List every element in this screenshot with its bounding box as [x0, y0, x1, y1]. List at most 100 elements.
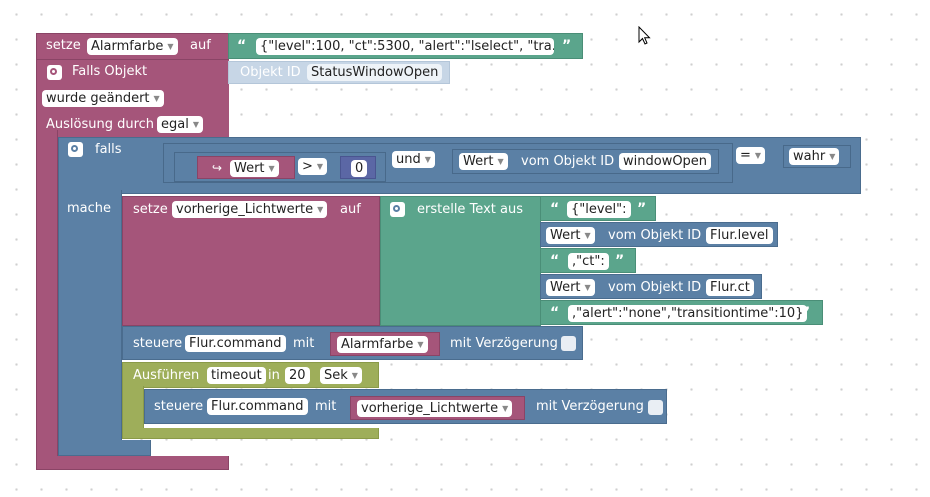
wert-dropdown[interactable]: Wert▼ — [546, 227, 595, 244]
alarmfarbe-dropdown[interactable]: Alarmfarbe▼ — [337, 336, 428, 353]
steuere-label: steuere — [154, 399, 204, 414]
delay-checkbox[interactable] — [648, 400, 663, 415]
wert-variable-block[interactable]: ↪ Wert▼ — [197, 156, 295, 179]
auf-label: auf — [190, 38, 211, 53]
close-quote-icon: ” — [562, 38, 572, 54]
mit-label: mit — [293, 336, 315, 351]
timeout-value-field[interactable]: 20 — [285, 367, 310, 384]
timeout-block[interactable]: Ausführen timeout in 20 Sek▼ — [122, 362, 379, 388]
vom-objekt-id-label: vom Objekt ID — [608, 228, 702, 243]
text-alert-block[interactable]: “ ,"alert":"none","transitiontime":10} ” — [540, 300, 823, 325]
set-prev-lights-block[interactable]: setze vorherige_Lichtwerte▼ auf — [122, 196, 380, 326]
chevron-down-icon: ▼ — [417, 340, 424, 349]
text-ct-field[interactable]: ,"ct": — [568, 253, 609, 270]
window-open-field[interactable]: windowOpen — [619, 153, 712, 170]
gear-icon[interactable] — [68, 142, 83, 157]
control-prev-block[interactable]: steuere Flur.command mit vorherige_Licht… — [144, 389, 667, 424]
get-level-block[interactable]: Wert▼ vom Objekt ID Flur.level — [540, 222, 778, 247]
set-alarmfarbe-block[interactable]: setze Alarmfarbe▼ auf — [36, 33, 229, 60]
boolean-dropdown[interactable]: wahr▼ — [789, 148, 840, 165]
falls-label: falls — [95, 142, 122, 157]
chevron-down-icon: ▼ — [167, 42, 174, 51]
in-label: in — [268, 368, 280, 383]
objekt-id-label: Objekt ID — [240, 65, 301, 80]
timeout-name-field[interactable]: timeout — [207, 367, 266, 384]
steuere-label: steuere — [133, 336, 183, 351]
dropdown-text: = — [740, 148, 751, 163]
chevron-down-icon: ▼ — [351, 371, 358, 380]
boolean-block[interactable]: wahr▼ — [783, 145, 851, 168]
status-window-open-field[interactable]: StatusWindowOpen — [307, 64, 443, 81]
alarmfarbe-variable-dropdown[interactable]: Alarmfarbe▼ — [87, 38, 178, 55]
prev-lights-variable-dropdown[interactable]: vorherige_Lichtwerte▼ — [172, 201, 328, 218]
ausloesung-durch-label: Auslösung durch — [46, 117, 155, 132]
chevron-down-icon: ▼ — [584, 231, 591, 240]
alarm-text-field[interactable]: {"level":100, "ct":5300, "alert":"lselec… — [256, 38, 554, 55]
dropdown-text: Alarmfarbe — [341, 337, 414, 352]
timeout-unit-dropdown[interactable]: Sek▼ — [320, 367, 362, 384]
flur-command-field[interactable]: Flur.command — [185, 335, 286, 352]
text-level-field[interactable]: {"level": — [567, 201, 631, 218]
falls-objekt-label: Falls Objekt — [72, 64, 148, 79]
flur-command-field[interactable]: Flur.command — [207, 398, 308, 415]
equals-operator-dropdown[interactable]: =▼ — [736, 147, 766, 164]
wurde-geaendert-dropdown[interactable]: wurde geändert▼ — [42, 90, 164, 107]
chevron-down-icon: ▼ — [317, 205, 324, 214]
if-block-bottom — [58, 440, 151, 456]
dropdown-text: vorherige_Lichtwerte — [176, 202, 314, 217]
text-level-block[interactable]: “ {"level": ” — [540, 196, 656, 221]
dropdown-text: und — [396, 152, 421, 167]
text-alert-field[interactable]: ,"alert":"none","transitiontime":10} — [568, 305, 808, 322]
gear-icon[interactable] — [47, 65, 62, 80]
prev-lights-variable-block[interactable]: vorherige_Lichtwerte▼ — [350, 396, 525, 420]
logic-operator-dropdown[interactable]: und▼ — [392, 151, 435, 168]
alarmfarbe-variable-block[interactable]: Alarmfarbe▼ — [330, 332, 440, 356]
ausloesung-dropdown[interactable]: egal▼ — [157, 116, 203, 133]
erstelle-text-aus-label: erstelle Text aus — [417, 202, 523, 217]
dropdown-text: > — [302, 159, 313, 174]
number-field[interactable]: 0 — [351, 160, 368, 177]
chevron-down-icon: ▼ — [424, 155, 431, 164]
on-object-change-bottom — [36, 456, 229, 470]
flur-ct-field[interactable]: Flur.ct — [706, 279, 754, 296]
dropdown-text: wahr — [793, 149, 826, 164]
dropdown-text: Wert — [234, 161, 265, 176]
chevron-down-icon: ▼ — [584, 283, 591, 292]
open-quote-icon: “ — [550, 253, 560, 269]
mit-label: mit — [315, 399, 337, 414]
dropdown-text: vorherige_Lichtwerte — [361, 401, 499, 416]
flur-level-field[interactable]: Flur.level — [706, 227, 773, 244]
wert-dropdown[interactable]: Wert▼ — [459, 153, 508, 170]
dropdown-text: wurde geändert — [46, 91, 150, 106]
control-alarm-block[interactable]: steuere Flur.command mit Alarmfarbe▼ mit… — [122, 326, 583, 360]
wert-variable-dropdown[interactable]: Wert▼ — [230, 160, 279, 177]
join-text-block[interactable]: erstelle Text aus — [380, 196, 541, 326]
compare-operator-dropdown[interactable]: >▼ — [298, 158, 328, 175]
delay-checkbox[interactable] — [561, 336, 576, 351]
close-quote-icon: ” — [637, 201, 647, 217]
chevron-down-icon: ▼ — [502, 404, 509, 413]
gear-icon[interactable] — [390, 202, 405, 217]
dropdown-text: Wert — [550, 280, 581, 295]
text-ct-block[interactable]: “ ,"ct": ” — [540, 248, 636, 273]
mouse-cursor-icon — [638, 26, 651, 45]
vom-objekt-id-label: vom Objekt ID — [521, 154, 615, 169]
mache-label: mache — [67, 201, 112, 216]
open-quote-icon: “ — [237, 38, 247, 54]
timeout-bottom — [122, 428, 379, 439]
wert-dropdown[interactable]: Wert▼ — [546, 279, 595, 296]
chevron-down-icon: ▼ — [268, 164, 275, 173]
close-quote-icon: ” — [801, 305, 811, 321]
get-value-block[interactable]: Wert▼ vom Objekt ID windowOpen — [452, 149, 719, 174]
chevron-down-icon: ▼ — [192, 120, 199, 129]
number-block[interactable]: 0 — [340, 156, 376, 179]
objekt-id-block[interactable]: Objekt ID StatusWindowOpen — [228, 61, 450, 84]
alarm-text-block[interactable]: “ {"level":100, "ct":5300, "alert":"lsel… — [228, 33, 583, 59]
chevron-down-icon: ▼ — [316, 162, 324, 171]
open-quote-icon: “ — [550, 201, 560, 217]
dropdown-text: egal — [161, 117, 189, 132]
prev-lights-dropdown[interactable]: vorherige_Lichtwerte▼ — [357, 400, 513, 417]
get-ct-block[interactable]: Wert▼ vom Objekt ID Flur.ct — [540, 274, 762, 299]
chevron-down-icon: ▼ — [153, 94, 160, 103]
auf-label: auf — [340, 202, 361, 217]
